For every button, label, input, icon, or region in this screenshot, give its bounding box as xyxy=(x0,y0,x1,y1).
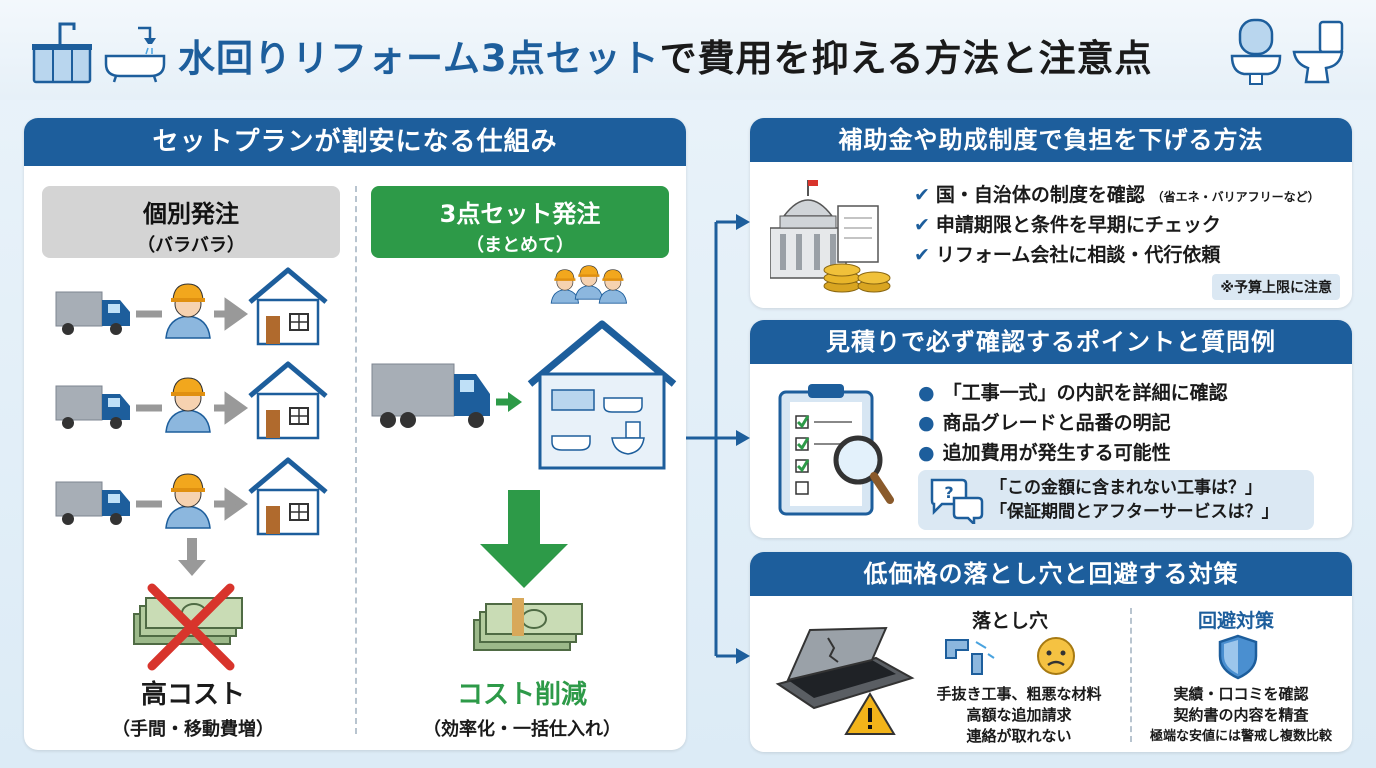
clipboard-magnifier-icon xyxy=(778,384,894,516)
subsidy-item: ✔リフォーム会社に相談・代行依頼 xyxy=(914,244,1221,266)
countermeasure-item: 実績・口コミを確認 xyxy=(1173,685,1309,703)
government-building-icon xyxy=(770,180,891,293)
set-order-subtitle: （まとめて） xyxy=(466,235,574,256)
estimate-list: ●「工事一式」の内訳を詳細に確認 ●商品グレードと品番の明記 ●追加費用が発生す… xyxy=(918,378,1228,468)
individual-row-2 xyxy=(55,364,326,438)
kitchen-sink-icon xyxy=(32,22,92,84)
pitfall-panel: 低価格の落とし穴と回避する対策 落とし穴 手抜き工事、粗悪な材料 高額な追加請求… xyxy=(750,552,1352,752)
bathtub-icon xyxy=(104,26,166,83)
check-icon: ✔ xyxy=(914,184,930,206)
check-icon: ✔ xyxy=(914,244,930,266)
broken-pipe-icon xyxy=(945,639,995,675)
individual-order-title: 個別発注 xyxy=(143,200,239,228)
individual-result: 高コスト （手間・移動費増） xyxy=(48,674,338,741)
individual-order-label: 個別発注 （バラバラ） xyxy=(42,186,340,258)
estimate-item: ●追加費用が発生する可能性 xyxy=(918,442,1171,464)
budget-footnote: ※予算上限に注意 xyxy=(1212,274,1340,300)
trapdoor-warning-icon xyxy=(775,626,915,735)
title-rest: で費用を抑える方法と注意点 xyxy=(659,37,1153,80)
shield-icon xyxy=(1218,634,1258,680)
washbasin-icon xyxy=(1230,18,1282,85)
set-result-subtitle: （効率化・一括仕入れ） xyxy=(423,719,621,740)
section-divider xyxy=(1130,608,1132,742)
pitfall-item: 手抜き工事、粗悪な材料 xyxy=(936,685,1102,703)
pitfall-item: 連絡が取れない xyxy=(966,727,1072,745)
set-result: コスト削減 （効率化・一括仕入れ） xyxy=(374,674,670,741)
worried-face-icon xyxy=(1037,637,1075,675)
worker-group xyxy=(550,265,627,304)
pitfall-list: 手抜き工事、粗悪な材料 高額な追加請求 連絡が取れない xyxy=(922,684,1116,747)
speech-bubble-icon: ? xyxy=(930,478,984,524)
individual-result-subtitle: （手間・移動費増） xyxy=(112,719,274,740)
individual-row-1 xyxy=(55,270,326,344)
bullet-icon: ● xyxy=(918,412,935,434)
header: 水回りリフォーム3点セットで費用を抑える方法と注意点 xyxy=(0,0,1376,100)
page-title: 水回りリフォーム3点セットで費用を抑える方法と注意点 xyxy=(178,28,1153,82)
individual-result-title: 高コスト xyxy=(140,680,245,710)
set-result-title: コスト削減 xyxy=(456,680,587,710)
question-examples: ? 「この金額に含まれない工事は？」 「保証期間とアフターサービスは？」 xyxy=(918,470,1314,530)
pitfall-title: 落とし穴 xyxy=(972,610,1049,632)
subsidy-panel: 補助金や助成制度で負担を下げる方法 ✔国・自治体の制度を確認 （省エネ・バリアフ… xyxy=(750,118,1352,308)
set-order-title: 3点セット発注 xyxy=(439,200,601,228)
subsidy-header: 補助金や助成制度で負担を下げる方法 xyxy=(750,118,1352,162)
subsidy-item: ✔申請期限と条件を早期にチェック xyxy=(914,214,1221,236)
question-1: 「この金額に含まれない工事は？」 xyxy=(990,478,1262,498)
pitfall-header: 低価格の落とし穴と回避する対策 xyxy=(750,552,1352,596)
estimate-header: 見積りで必ず確認するポイントと質問例 xyxy=(750,320,1352,364)
bullet-icon: ● xyxy=(918,442,935,464)
countermeasure-item: 契約書の内容を精査 xyxy=(1173,706,1309,724)
countermeasure-item: 極端な安値には警戒し複数比較 xyxy=(1149,729,1332,744)
countermeasure-title: 回避対策 xyxy=(1198,610,1275,632)
set-plan-panel: セットプランが割安になる仕組み 個別発注 （バラバラ） 3点セット発注 （まとめ… xyxy=(24,118,686,750)
question-2: 「保証期間とアフターサービスは？」 xyxy=(990,502,1279,522)
subsidy-item: ✔国・自治体の制度を確認 （省エネ・バリアフリーなど） xyxy=(914,184,1320,206)
pitfall-item: 高額な追加請求 xyxy=(966,706,1072,724)
countermeasure-list: 実績・口コミを確認 契約書の内容を精査 極端な安値には警戒し複数比較 xyxy=(1138,684,1344,747)
estimate-item: ●商品グレードと品番の明記 xyxy=(918,412,1171,434)
subsidy-item-note: （省エネ・バリアフリーなど） xyxy=(1151,190,1320,204)
question-text: 「この金額に含まれない工事は？」 「保証期間とアフターサービスは？」 xyxy=(990,476,1279,524)
check-icon: ✔ xyxy=(914,214,930,236)
big-truck xyxy=(371,363,490,428)
title-accent: 水回りリフォーム3点セット xyxy=(178,37,660,80)
set-plan-header: セットプランが割安になる仕組み xyxy=(24,118,686,166)
subsidy-list: ✔国・自治体の制度を確認 （省エネ・バリアフリーなど） ✔申請期限と条件を早期に… xyxy=(914,180,1320,270)
svg-text:?: ? xyxy=(944,483,953,502)
estimate-item: ●「工事一式」の内訳を詳細に確認 xyxy=(918,382,1228,404)
individual-row-3 xyxy=(55,460,326,534)
estimate-panel: 見積りで必ず確認するポイントと質問例 ●「工事一式」の内訳を詳細に確認 ●商品グ… xyxy=(750,320,1352,538)
bullet-icon: ● xyxy=(918,382,935,404)
set-order-label: 3点セット発注 （まとめて） xyxy=(371,186,669,258)
toilet-icon xyxy=(1292,20,1344,84)
big-house xyxy=(527,320,677,470)
individual-order-subtitle: （バラバラ） xyxy=(137,235,245,256)
divider xyxy=(355,186,357,734)
flow-illustration xyxy=(55,265,677,671)
